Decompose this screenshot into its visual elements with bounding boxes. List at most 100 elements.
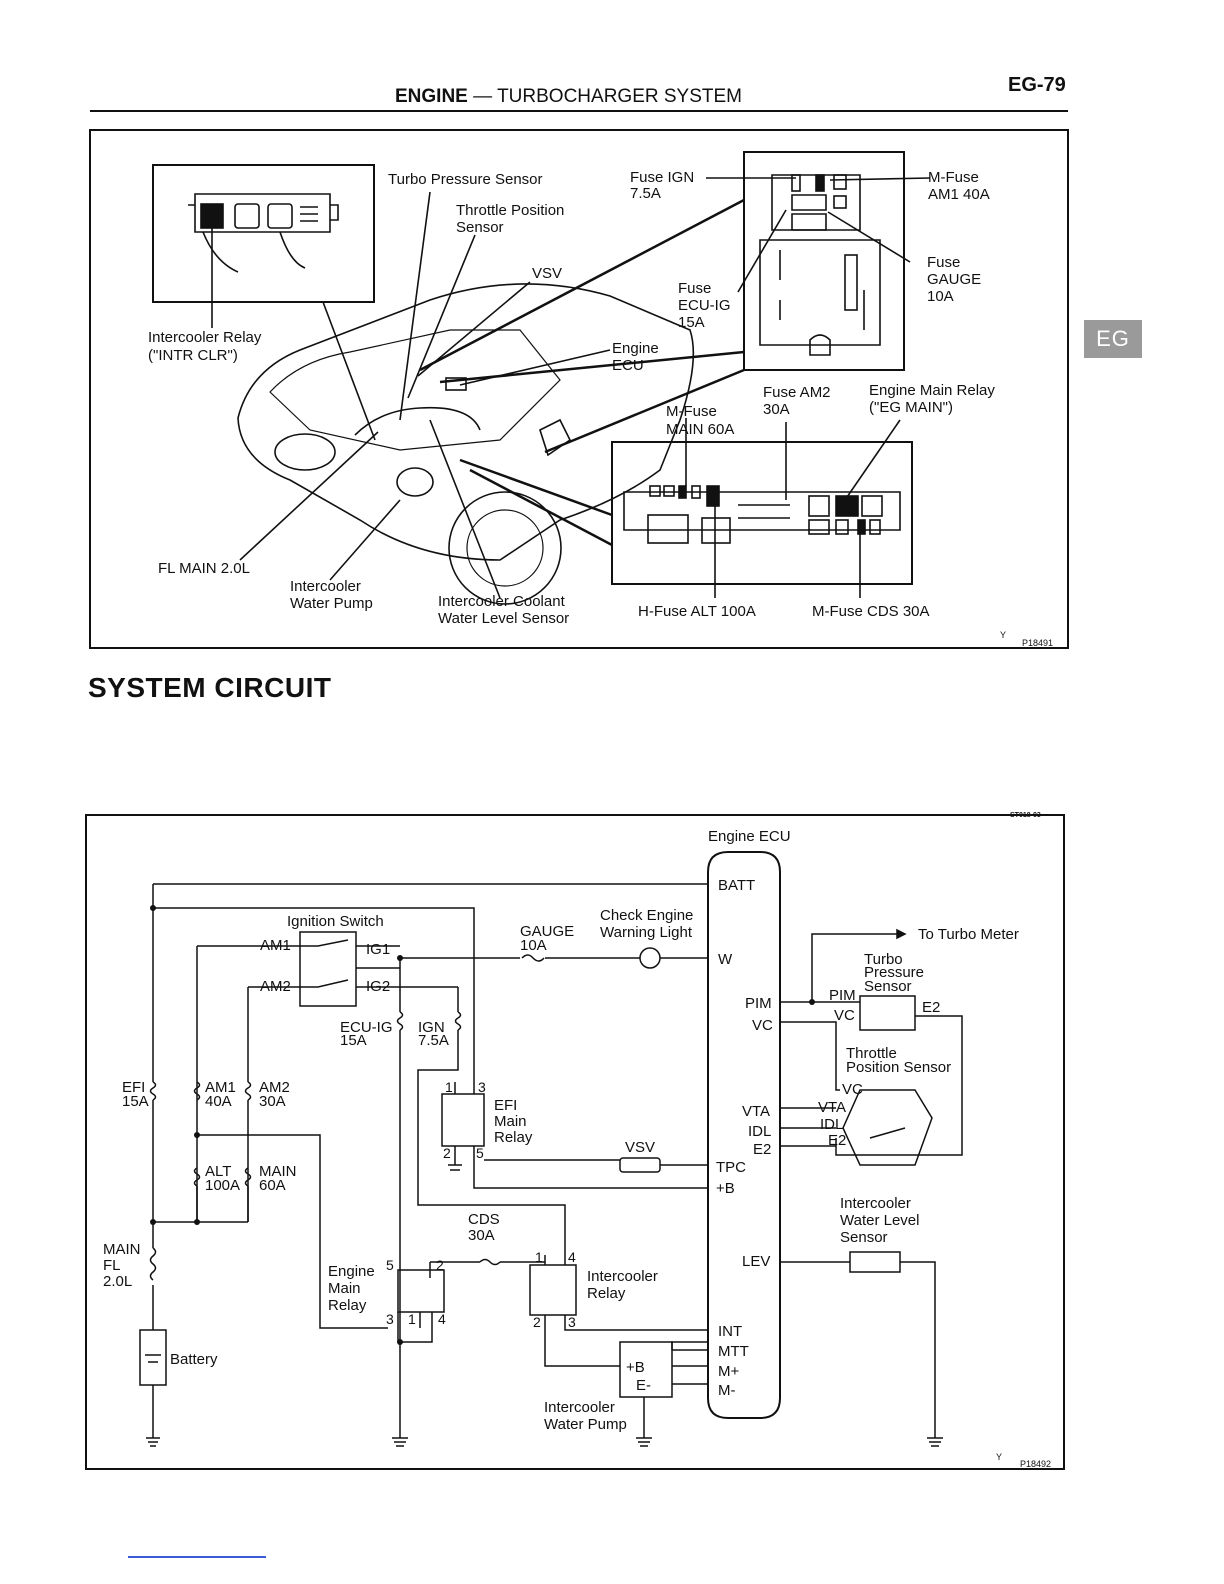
label-tps-line2: Sensor xyxy=(456,219,504,236)
label-am1-fuse-line2: 40A xyxy=(205,1093,232,1110)
label-fuse-am2-line2: 30A xyxy=(763,401,790,418)
label-mainfl-line2: FL xyxy=(103,1257,121,1274)
location-figure-mark: Y xyxy=(1000,630,1006,640)
footer-link-underline[interactable] xyxy=(128,1556,266,1558)
label-check-engine-line1: Check Engine xyxy=(600,907,693,924)
label-pump-plus-b: +B xyxy=(626,1359,645,1376)
label-ecu-plus-b: +B xyxy=(716,1180,735,1197)
location-figure-code: P18491 xyxy=(1022,638,1053,648)
label-vsv: VSV xyxy=(532,265,562,282)
label-circuit-vsv: VSV xyxy=(625,1139,655,1156)
label-turbo-sensor-line2: Pressure xyxy=(864,964,924,981)
ic-relay-pin-3: 3 xyxy=(568,1314,576,1330)
label-fuse-gauge-line3: 10A xyxy=(927,288,954,305)
circuit-figure-code: P18492 xyxy=(1020,1459,1051,1469)
intr-clr-relay-marker xyxy=(200,203,224,229)
label-tps-line1: Throttle Position xyxy=(456,202,564,219)
label-fuse-ecuig-line2: ECU-IG xyxy=(678,297,731,314)
label-alt-fuse-line2: 100A xyxy=(205,1177,240,1194)
circuit-frame xyxy=(85,814,1065,1470)
label-ecuig-line2: 15A xyxy=(340,1032,367,1049)
system-circuit-title: SYSTEM CIRCUIT xyxy=(88,672,332,703)
label-ig1: IG1 xyxy=(366,941,390,958)
label-eg-main-relay-line1: Engine Main Relay xyxy=(869,382,995,399)
label-efi-fuse-line1: EFI xyxy=(122,1079,145,1096)
label-throttle-line2: Position Sensor xyxy=(846,1059,951,1076)
page-number: EG-79 xyxy=(1008,74,1066,96)
label-fuse-ecuig-line1: Fuse xyxy=(678,280,711,297)
label-mfuse-am1-line2: AM1 40A xyxy=(928,186,990,203)
label-tpc: TPC xyxy=(716,1159,746,1176)
label-tps-idl: IDL xyxy=(820,1116,843,1133)
label-main-fuse-line1: MAIN xyxy=(259,1163,297,1180)
label-ign-line1: IGN xyxy=(418,1019,445,1036)
label-eng-main-relay-line3: Relay xyxy=(328,1297,367,1314)
label-tps-vc: VC xyxy=(842,1081,863,1098)
label-ic-pump-line2: Water Pump xyxy=(544,1416,627,1433)
label-efi-relay-line3: Relay xyxy=(494,1129,533,1146)
label-mtt: MTT xyxy=(718,1343,749,1360)
label-ic-coolant-line2: Water Level Sensor xyxy=(438,610,569,627)
label-to-turbo-meter: To Turbo Meter xyxy=(918,926,1019,943)
label-am1: AM1 xyxy=(260,937,291,954)
label-efi-relay-line2: Main xyxy=(494,1113,527,1130)
label-engine-ecu-line1: Engine xyxy=(612,340,659,357)
label-pump-e-minus: E- xyxy=(636,1377,651,1394)
label-fuse-ign-line1: Fuse IGN xyxy=(630,169,694,186)
label-fuse-gauge-line2: GAUGE xyxy=(927,271,981,288)
label-engine-ecu: Engine ECU xyxy=(708,828,791,845)
label-ic-pump-line1: Intercooler xyxy=(290,578,361,595)
label-cds-line1: CDS xyxy=(468,1211,500,1228)
label-mfuse-cds: M-Fuse CDS 30A xyxy=(812,603,930,620)
label-ic-pump-line2: Water Pump xyxy=(290,595,373,612)
label-turbo-sensor-line1: Turbo xyxy=(864,951,903,968)
label-ecu-vta: VTA xyxy=(742,1103,770,1120)
label-fuse-ecuig-line3: 15A xyxy=(678,314,705,331)
label-gauge-line2: 10A xyxy=(520,937,547,954)
label-gauge-line1: GAUGE xyxy=(520,923,574,940)
main-relay-pin-3: 3 xyxy=(386,1311,394,1327)
label-m-minus: M- xyxy=(718,1382,736,1399)
label-tps-vta: VTA xyxy=(818,1099,846,1116)
ic-relay-pin-1: 1 xyxy=(535,1249,543,1265)
label-eng-main-relay-line2: Main xyxy=(328,1280,361,1297)
label-eng-main-relay-line1: Engine xyxy=(328,1263,375,1280)
header-rule xyxy=(90,110,1068,112)
efi-relay-pin-3: 3 xyxy=(478,1079,486,1095)
label-fl-main: FL MAIN 2.0L xyxy=(158,560,250,577)
label-check-engine-line2: Warning Light xyxy=(600,924,693,941)
label-ic-relay-line1: Intercooler xyxy=(587,1268,658,1285)
label-m-plus: M+ xyxy=(718,1363,739,1380)
label-engine-ecu-line2: ECU xyxy=(612,357,644,374)
label-am2-fuse-line2: 30A xyxy=(259,1093,286,1110)
label-ic-coolant-line1: Intercooler Coolant xyxy=(438,593,566,610)
label-mfuse-main-line2: MAIN 60A xyxy=(666,421,734,438)
efi-relay-pin-2: 2 xyxy=(443,1145,451,1161)
label-ic-level-line1: Intercooler xyxy=(840,1195,911,1212)
main-relay-pin-2: 2 xyxy=(436,1257,444,1273)
label-intercooler-relay-line2: ("INTR CLR") xyxy=(148,347,238,364)
ic-relay-pin-4: 4 xyxy=(568,1249,576,1265)
system-circuit-wiring xyxy=(85,814,1065,1470)
label-efi-fuse-line2: 15A xyxy=(122,1093,149,1110)
label-ignition-switch: Ignition Switch xyxy=(287,913,384,930)
label-tps-e2: E2 xyxy=(828,1132,846,1149)
label-ecu-pim: PIM xyxy=(745,995,772,1012)
label-ig2: IG2 xyxy=(366,978,390,995)
label-mainfl-line1: MAIN xyxy=(103,1241,141,1258)
label-intercooler-relay-line1: Intercooler Relay xyxy=(148,329,262,346)
label-main-fuse-line2: 60A xyxy=(259,1177,286,1194)
location-frame xyxy=(89,129,1069,649)
label-ign-line2: 7.5A xyxy=(418,1032,449,1049)
fuse-box-inset xyxy=(743,151,905,371)
header-section-rest: — TURBOCHARGER SYSTEM xyxy=(467,86,742,107)
label-int: INT xyxy=(718,1323,742,1340)
circuit-figure-mark: Y xyxy=(996,1452,1002,1462)
relay-inset-box xyxy=(152,164,375,303)
label-eg-main-relay-line2: ("EG MAIN") xyxy=(869,399,953,416)
label-ecu-idl: IDL xyxy=(748,1123,771,1140)
label-alt-fuse-line1: ALT xyxy=(205,1163,231,1180)
label-ecu-vc: VC xyxy=(752,1017,773,1034)
label-mfuse-am1-line1: M-Fuse xyxy=(928,169,979,186)
label-turbo-pressure-sensor: Turbo Pressure Sensor xyxy=(388,171,543,188)
